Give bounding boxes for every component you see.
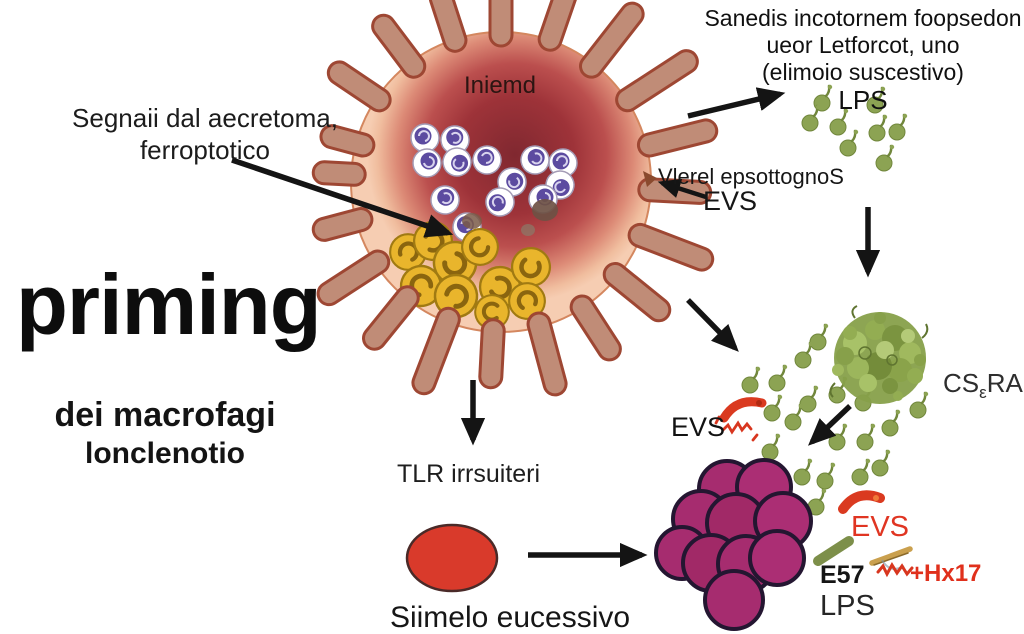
evs-release-label: EVS <box>703 186 758 216</box>
subtitle-lonclenotio: lonclenotio <box>85 437 245 470</box>
red-stimulus-cell <box>405 523 499 593</box>
arrow-cell-to-lps <box>687 87 786 119</box>
macrophage-cluster <box>654 458 813 631</box>
lps-top-label: LPS <box>838 85 888 115</box>
arrow-cell-to-evs-field <box>686 298 739 352</box>
ev-cluster <box>829 305 929 404</box>
tlr-label: TLR irrsuiteri <box>397 460 541 488</box>
stimulus-label: Siimelo eucessivo <box>389 601 631 634</box>
olive-rod-icon <box>813 536 854 566</box>
secretome-note-line2: ferroptotico <box>139 135 271 165</box>
receptor-prefix: CS <box>943 368 980 398</box>
ev-release-label: Vlerel epsottognoS <box>658 164 844 189</box>
cell-vesicles <box>410 119 579 245</box>
debris-blob <box>462 213 482 229</box>
receptor-suffix: RA <box>986 368 1023 398</box>
secretome-note-line1: Segnaii dal aecretoma, <box>72 103 338 133</box>
priming-title: priming <box>16 258 322 353</box>
top-right-note-line2: ueor Letforcot, uno <box>766 32 960 58</box>
top-right-note: Sanedis incotornem foopsedon ueor Letfor… <box>702 5 1024 114</box>
evs-mid-label: EVS <box>671 412 726 442</box>
top-right-note-line1: Sanedis incotornem foopsedon <box>704 5 1022 31</box>
e57-label: E57 <box>820 561 865 589</box>
tan-rod-figures-icon <box>869 546 914 578</box>
secretome-note: Segnaii dal aecretoma, ferroptotico <box>55 102 355 166</box>
red-ev-rod-mid-icon <box>719 397 767 423</box>
receptor-label: CSεRA <box>943 368 1023 403</box>
arrow-evs-to-membrane <box>657 179 707 200</box>
red-squiggle-mid-icon <box>714 415 759 442</box>
arrow-secretome-to-cell <box>231 157 454 238</box>
red-ev-rod-bottom-icon <box>838 490 885 514</box>
arrow-cluster-to-cells <box>808 404 852 446</box>
lps-bottom-label: LPS <box>820 590 875 622</box>
debris-blob <box>521 224 535 236</box>
membrane-bud-icon <box>643 171 657 187</box>
evs-red-label: EVS <box>851 511 910 543</box>
flow-arrows <box>231 87 881 568</box>
debris-blob <box>532 199 558 221</box>
macrophage-cell <box>311 0 719 397</box>
hx17-label: +Hx17 <box>910 560 982 587</box>
receptor-sub: ε <box>979 383 987 403</box>
subtitle-macrofagi: dei macrofagi <box>54 396 276 434</box>
cell-interior-label: Iniemd <box>463 72 537 99</box>
top-right-note-line3: (elimoio suscestivo) <box>762 59 964 85</box>
cell-villi <box>311 0 719 397</box>
